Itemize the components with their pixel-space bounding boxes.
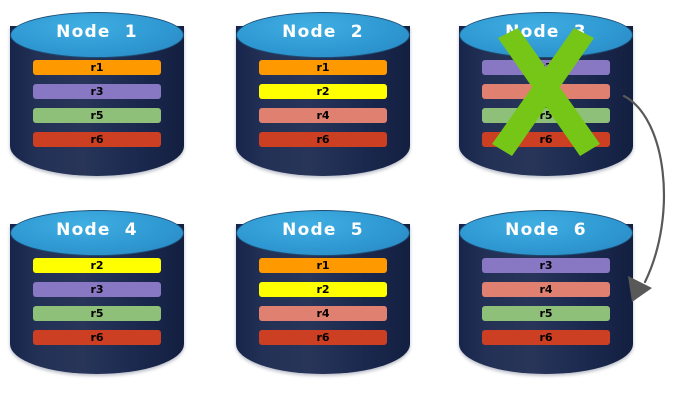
node-1-record-r3[interactable]: r3 [33,84,161,99]
node-6-title: Node 6 [505,220,587,240]
node-6-record-r3[interactable]: r3 [482,258,610,273]
node-2-record-r2[interactable]: r2 [259,84,387,99]
node-3-record-r4[interactable]: r4 [482,84,610,99]
node-6-record-r4[interactable]: r4 [482,282,610,297]
node-5-record-r6[interactable]: r6 [259,330,387,345]
node-4-record-r2[interactable]: r2 [33,258,161,273]
node-2-cylinder-top [236,12,410,58]
node-5[interactable]: Node 5 r1 r2 r4 r6 [226,202,420,384]
node-3-record-r6[interactable]: r6 [482,132,610,147]
node-2-record-r4[interactable]: r4 [259,108,387,123]
node-5-record-r2[interactable]: r2 [259,282,387,297]
node-5-cylinder-top [236,210,410,256]
node-5-record-r4[interactable]: r4 [259,306,387,321]
node-1-records: r1 r3 r5 r6 [10,60,184,147]
node-3-records: r3 r4 r5 r6 [459,60,633,147]
node-4-record-r3[interactable]: r3 [33,282,161,297]
node-4-records: r2 r3 r5 r6 [10,258,184,345]
node-6-cylinder-top [459,210,633,256]
node-1[interactable]: Node 1 r1 r3 r5 r6 [0,4,194,186]
node-2-record-r1[interactable]: r1 [259,60,387,75]
node-1-record-r6[interactable]: r6 [33,132,161,147]
node-1-cylinder-top [10,12,184,58]
node-4-record-r5[interactable]: r5 [33,306,161,321]
node-4-cylinder-top [10,210,184,256]
node-6-record-r5[interactable]: r5 [482,306,610,321]
node-3[interactable]: Node 3 r3 r4 r5 r6 [449,4,643,186]
node-4-title: Node 4 [56,220,138,240]
node-5-records: r1 r2 r4 r6 [236,258,410,345]
node-1-record-r5[interactable]: r5 [33,108,161,123]
node-6-records: r3 r4 r5 r6 [459,258,633,345]
node-2-title: Node 2 [282,22,364,42]
node-6[interactable]: Node 6 r3 r4 r5 r6 [449,202,643,384]
node-5-title: Node 5 [282,220,364,240]
node-2-record-r6[interactable]: r6 [259,132,387,147]
node-3-record-r5[interactable]: r5 [482,108,610,123]
node-3-record-r3[interactable]: r3 [482,60,610,75]
node-3-title: Node 3 [505,22,587,42]
node-6-record-r6[interactable]: r6 [482,330,610,345]
node-4[interactable]: Node 4 r2 r3 r5 r6 [0,202,194,384]
node-5-record-r1[interactable]: r1 [259,258,387,273]
node-2-records: r1 r2 r4 r6 [236,60,410,147]
node-2[interactable]: Node 2 r1 r2 r4 r6 [226,4,420,186]
node-4-record-r6[interactable]: r6 [33,330,161,345]
node-1-title: Node 1 [56,22,138,42]
node-1-record-r1[interactable]: r1 [33,60,161,75]
